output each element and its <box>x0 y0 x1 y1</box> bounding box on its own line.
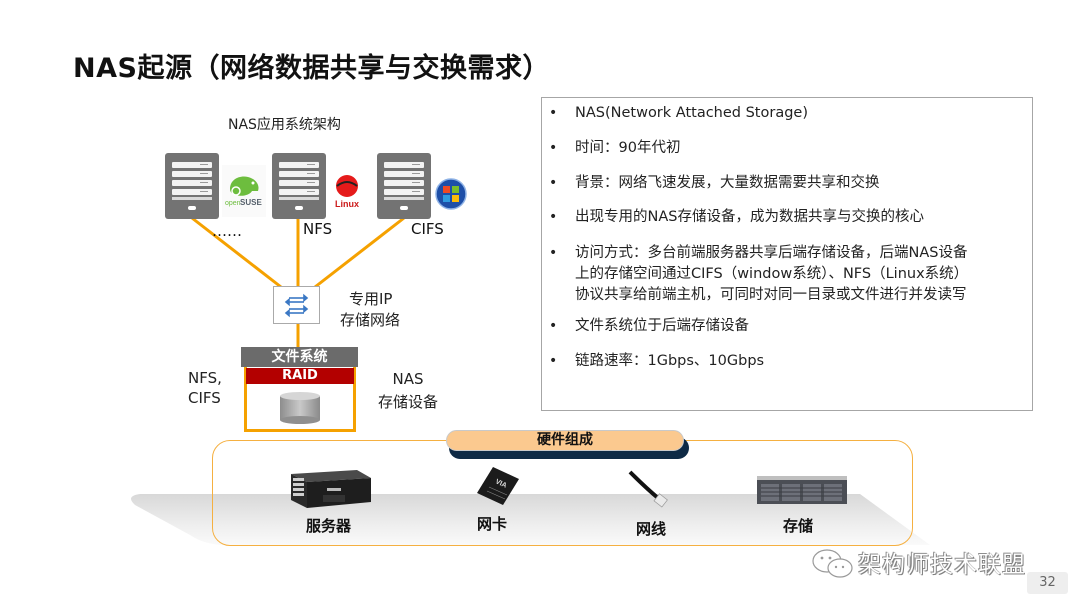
svg-text:SUSE: SUSE <box>240 198 262 207</box>
ip-switch <box>273 286 320 324</box>
host-label: NFS <box>303 220 333 238</box>
network-label-line2: 存储网络 <box>340 311 401 329</box>
switch-arrows-icon <box>284 293 309 318</box>
raid-layer: RAID <box>246 368 354 384</box>
host-label: …… <box>212 222 242 240</box>
svg-text:Linux: Linux <box>335 199 359 209</box>
hardware-label-cable: 网线 <box>636 520 667 538</box>
host-label: CIFS <box>411 220 444 238</box>
hardware-label-nic: 网卡 <box>477 515 508 533</box>
disk-cylinder-icon <box>279 391 321 425</box>
hardware-label-storage: 存储 <box>783 517 814 535</box>
server-icon <box>165 153 219 219</box>
server-icon <box>272 153 326 219</box>
page-number: 32 <box>1027 572 1068 594</box>
filesystem-layer: 文件系统 <box>241 347 358 367</box>
hardware-title: 硬件组成 <box>446 430 684 451</box>
network-label: 专用IP 存储网络 <box>340 289 400 331</box>
opensuse-logo-icon: open SUSE <box>222 165 266 217</box>
protocol-label: NFS, CIFS <box>188 368 222 408</box>
protocol-label-line1: NFS, <box>188 369 222 387</box>
svg-text:open: open <box>225 200 241 207</box>
architecture-label: NAS应用系统架构 <box>228 117 341 133</box>
slide-title: NAS起源（网络数据共享与交换需求） <box>73 53 550 84</box>
watermark-text: 架构师技术联盟 <box>858 552 1026 578</box>
hardware-label-server: 服务器 <box>306 517 352 535</box>
ethernet-cable-icon <box>626 470 672 510</box>
network-card-chip-icon: VIA <box>475 465 521 507</box>
network-label-line1: 专用IP <box>349 290 393 308</box>
nas-device-label-line1: NAS <box>392 370 424 388</box>
protocol-label-line2: CIFS <box>188 389 221 407</box>
link-host1-switch <box>191 216 282 289</box>
nas-device-frame <box>244 366 356 432</box>
nas-device-label: NAS 存储设备 <box>378 368 438 414</box>
storage-array-icon <box>755 472 849 506</box>
svg-text:VIA: VIA <box>494 478 508 489</box>
rack-server-icon <box>287 468 373 510</box>
server-icon <box>377 153 431 219</box>
wechat-icon <box>810 548 856 580</box>
redhat-linux-logo-icon: Linux <box>331 174 363 210</box>
nas-device-label-line2: 存储设备 <box>378 393 439 411</box>
link-host3-switch <box>314 216 405 289</box>
windows-logo-icon <box>434 177 468 211</box>
info-box: •NAS(Network Attached Storage) •时间：90年代初… <box>541 97 1033 411</box>
